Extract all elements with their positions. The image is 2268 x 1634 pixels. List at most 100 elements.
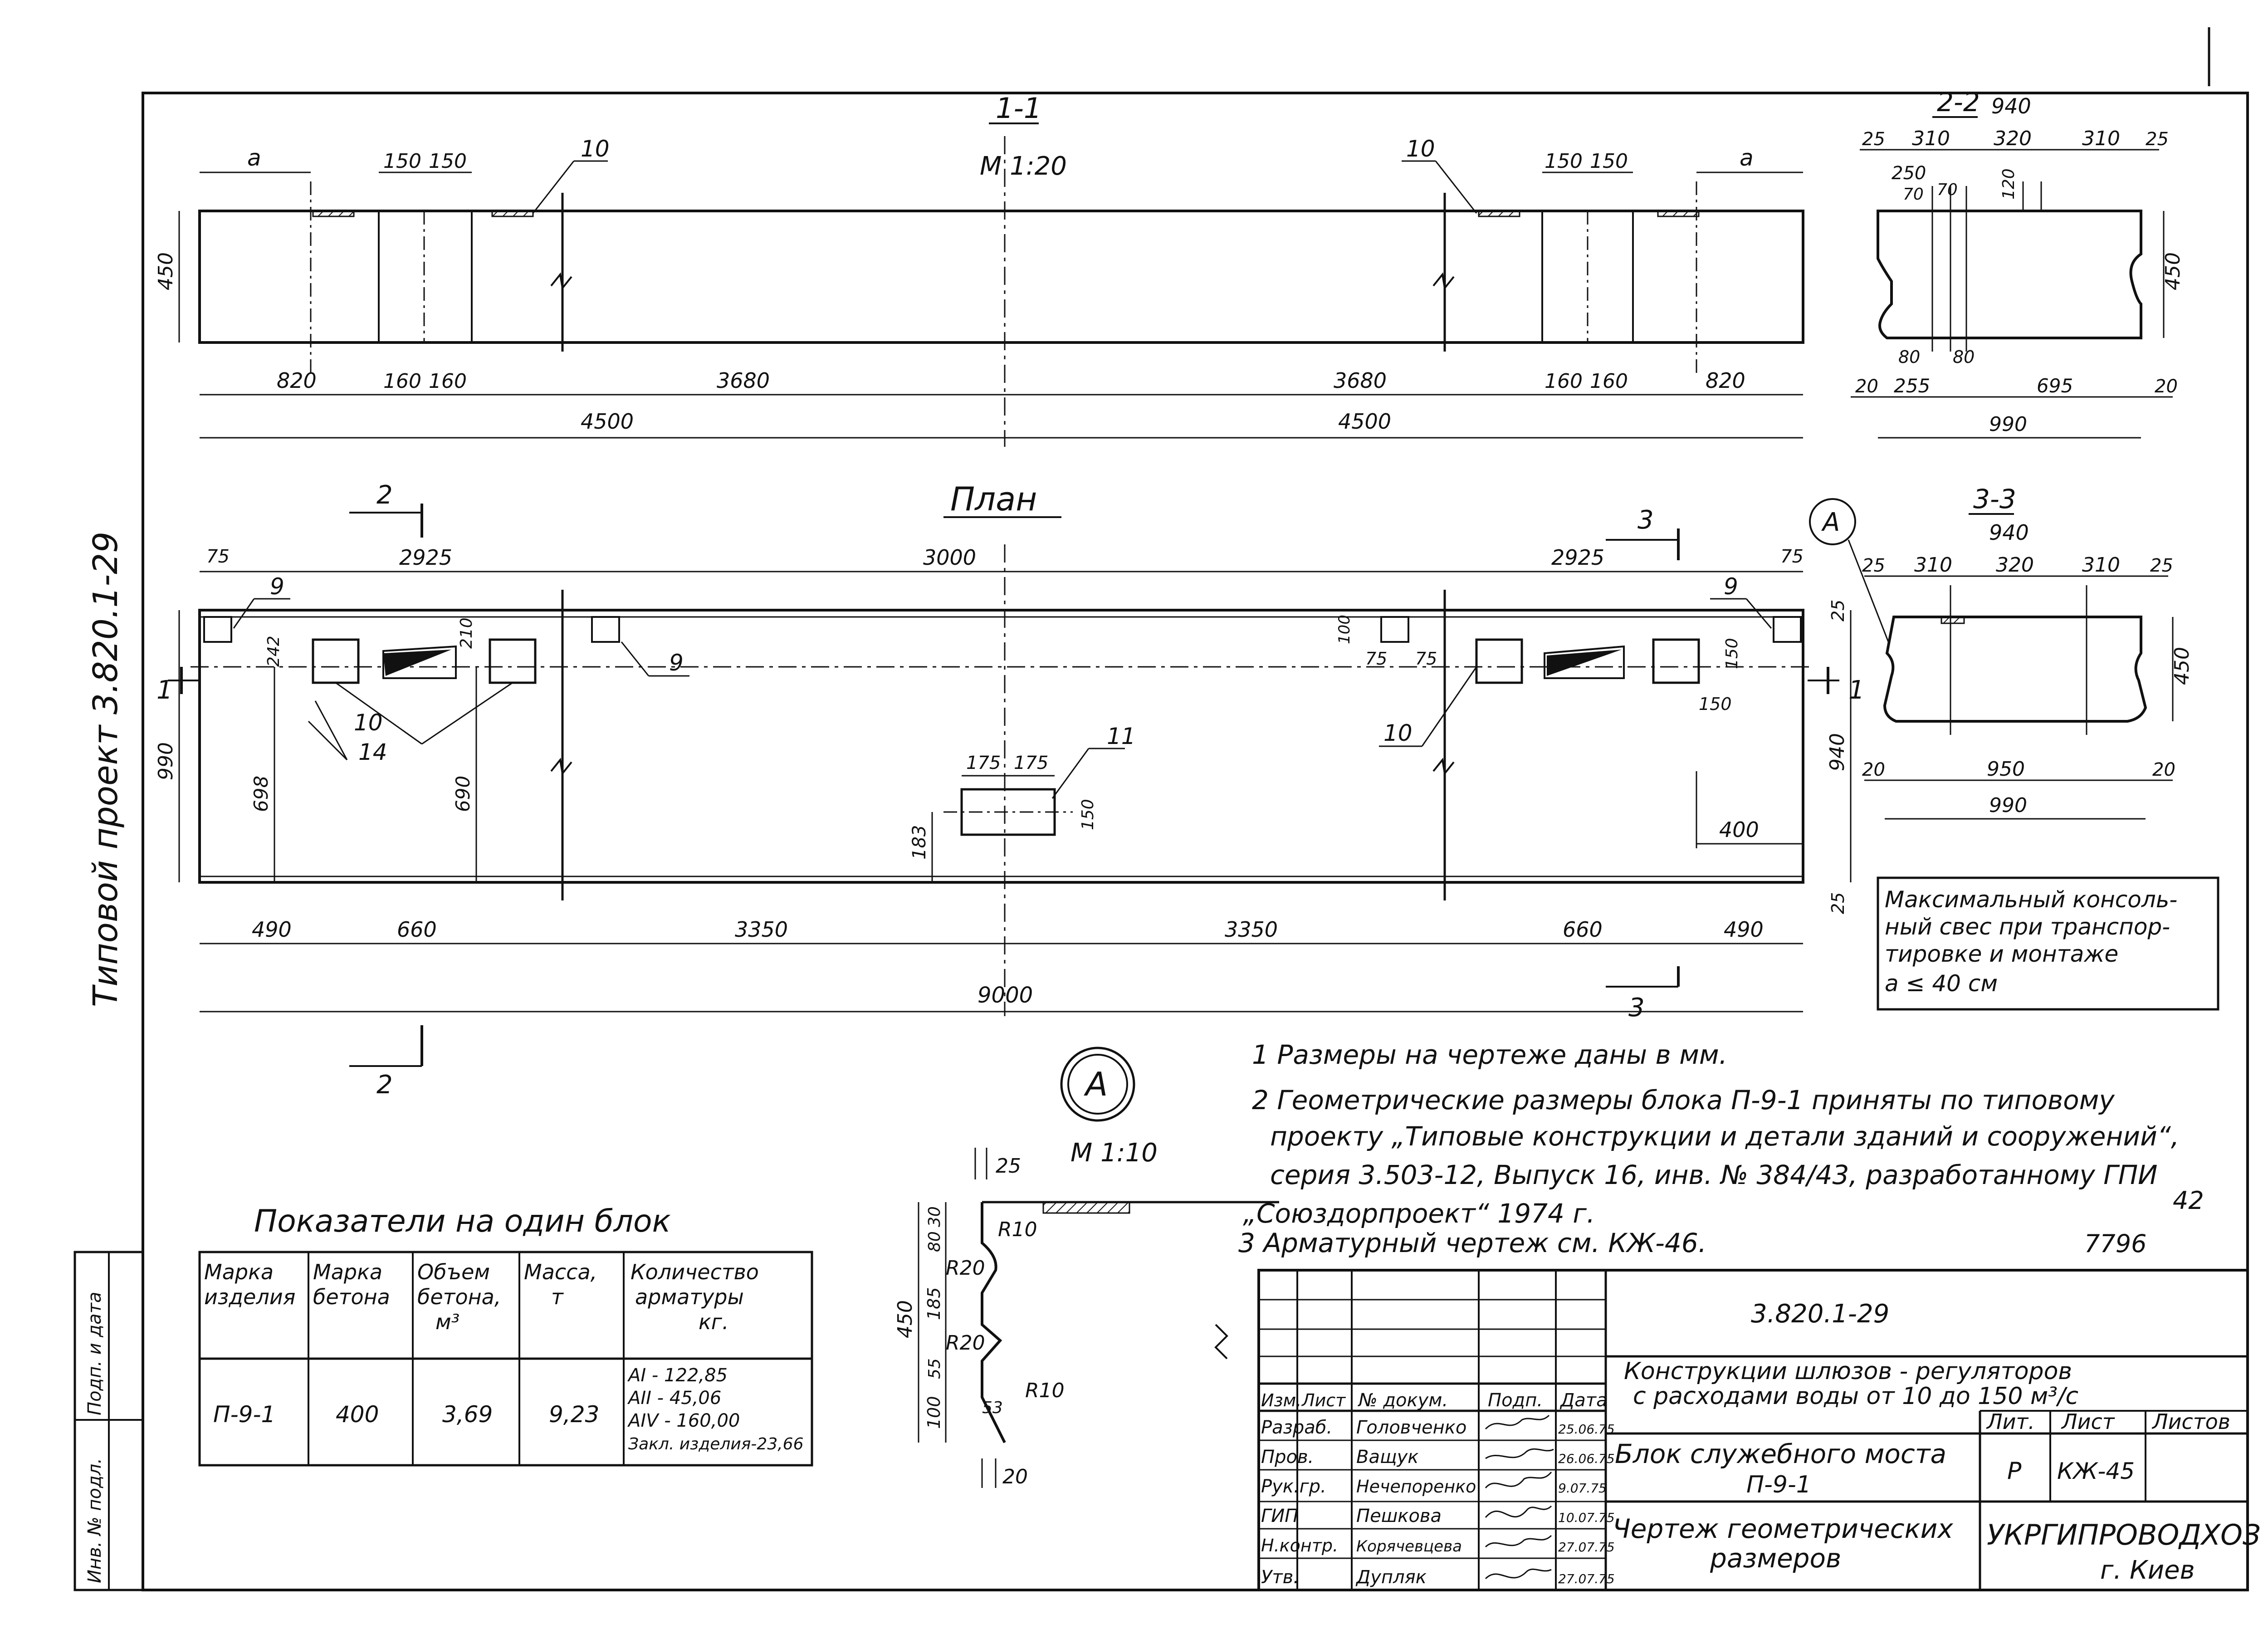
tb-role-0: Разраб. xyxy=(1261,1417,1332,1438)
s33-dim-25-l: 25 xyxy=(1862,555,1885,576)
s33-marker-a: А xyxy=(1821,508,1840,537)
detail-r10-bottom: R10 xyxy=(1025,1379,1065,1402)
dim-820-left: 820 xyxy=(277,368,317,393)
tb-date-1: 26.06.75 xyxy=(1558,1451,1615,1466)
plan-dim-75-in-b: 75 xyxy=(1415,649,1437,669)
overhang-line-3: тировке и монтаже xyxy=(1885,941,2118,967)
overhang-line-1: Максимальный консоль- xyxy=(1885,886,2177,913)
detail-r20-bottom: R20 xyxy=(946,1331,985,1355)
tb-head-doc: № докум. xyxy=(1358,1390,1448,1411)
plan-dim-75-l: 75 xyxy=(206,546,230,567)
indicators-table: Показатели на один блок Марка изделия Ма… xyxy=(198,1203,813,1467)
dim-4500-left: 4500 xyxy=(581,409,634,434)
section-3-3-title: 3-3 xyxy=(1973,484,2016,514)
dim-160-left-a: 160 xyxy=(383,370,421,393)
plan-dim-3000: 3000 xyxy=(923,545,976,570)
tb-date-5: 27.07.75 xyxy=(1558,1571,1615,1586)
s22-dim-940: 940 xyxy=(1991,94,2031,118)
td-rebar-2: АII - 45,06 xyxy=(627,1388,721,1409)
s33-dim-25-r: 25 xyxy=(2150,555,2173,576)
tb-name-4: Корячевцева xyxy=(1356,1537,1462,1556)
td-mass: 9,23 xyxy=(549,1401,599,1428)
th-rebar-2: арматуры xyxy=(635,1285,744,1309)
td-mark: П-9-1 xyxy=(213,1401,275,1428)
note-2d: „Союздорпроект“ 1974 г. xyxy=(1243,1198,1595,1229)
td-volume: 3,69 xyxy=(442,1401,493,1428)
tb-project-title-2: с расходами воды от 10 до 150 м³/с xyxy=(1633,1383,2078,1410)
plan-callout-9-b: 9 xyxy=(669,650,684,676)
s22-dim-120: 120 xyxy=(1999,168,2018,200)
tb-name-1: Ващук xyxy=(1356,1447,1418,1468)
th-mass-1: Масса, xyxy=(524,1260,597,1284)
tb-project-code: 3.820.1-29 xyxy=(1751,1299,1889,1329)
plan-dim-183: 183 xyxy=(909,825,930,860)
s22-dim-20-l: 20 xyxy=(1855,376,1878,397)
tb-date-2: 9.07.75 xyxy=(1558,1481,1607,1496)
tb-role-5: Утв. xyxy=(1261,1567,1299,1588)
detail-dim-55: 55 xyxy=(925,1358,944,1379)
dim-820-right: 820 xyxy=(1706,368,1745,393)
s22-dim-25-l: 25 xyxy=(1862,129,1885,150)
notes: 1 Размеры на чертеже даны в мм. 2 Геомет… xyxy=(1238,1039,2204,1258)
note-3: 3 Арматурный чертеж см. КЖ-46. xyxy=(1238,1228,1706,1258)
plan-outline xyxy=(198,609,1804,884)
tb-sheets-label: Листов xyxy=(2151,1409,2230,1434)
s33-dim-450: 450 xyxy=(2170,647,2194,685)
plan-dim-490-l: 490 xyxy=(252,917,292,942)
tb-head-date: Дата xyxy=(1559,1390,1608,1411)
s33-dim-950: 950 xyxy=(1987,758,2025,781)
plan-dim-9000: 9000 xyxy=(978,983,1033,1008)
callout-10-right: 10 xyxy=(1406,136,1435,162)
plan-dim-3350-l: 3350 xyxy=(735,917,788,942)
detail-a-profile xyxy=(981,1202,1006,1443)
detail-dim-53: 53 xyxy=(982,1399,1003,1417)
plan-mark-2-bottom: 2 xyxy=(376,1070,393,1100)
plan-callout-11: 11 xyxy=(1107,723,1136,749)
td-rebar-1: АI - 122,85 xyxy=(627,1365,728,1386)
tb-name-3: Пешкова xyxy=(1356,1506,1442,1526)
section-1-1-title: 1-1 xyxy=(996,92,1041,125)
s22-dim-25-r: 25 xyxy=(2146,129,2169,150)
plan-dim-3350-r: 3350 xyxy=(1225,917,1278,942)
section-1-1-scale: М 1:20 xyxy=(980,152,1067,181)
plan-dim-150-b: 150 xyxy=(1699,694,1732,714)
s22-dim-255: 255 xyxy=(1894,375,1930,397)
td-concrete: 400 xyxy=(336,1401,379,1428)
th-mark-1: Марка xyxy=(204,1260,274,1284)
plan-callout-14: 14 xyxy=(358,739,387,765)
s22-dim-320: 320 xyxy=(1994,127,2032,150)
plan-dim-400: 400 xyxy=(1719,817,1759,842)
margin-mark: 42 xyxy=(2173,1186,2204,1215)
s22-dim-70-b: 70 xyxy=(1937,181,1958,199)
plan-dim-698: 698 xyxy=(250,776,272,812)
s22-profile xyxy=(1877,210,2142,339)
dim-3680-right: 3680 xyxy=(1334,368,1387,393)
dim-450-elev: 450 xyxy=(154,252,177,290)
th-vol-2: бетона, xyxy=(417,1285,501,1309)
plan-callout-9-a: 9 xyxy=(270,573,284,600)
plan-callout-10-left: 10 xyxy=(354,709,383,736)
s33-dim-990: 990 xyxy=(1989,794,2027,817)
th-mass-2: т xyxy=(551,1285,564,1309)
plan-dim-660-r: 660 xyxy=(1563,917,1603,942)
section-1-1: 1-1 М 1:20 10 10 а xyxy=(154,92,1804,447)
note-2c: серия 3.503-12, Выпуск 16, инв. № 384/43… xyxy=(1270,1159,2158,1190)
overhang-line-4: а ≤ 40 см xyxy=(1885,970,1998,997)
th-conc-1: Марка xyxy=(313,1260,382,1284)
plan-dim-150-a: 150 xyxy=(1723,638,1741,669)
note-2b: проекту „Типовые конструкции и детали зд… xyxy=(1270,1121,2179,1152)
tb-project-title-1: Конструкции шлюзов - регуляторов xyxy=(1624,1358,2072,1385)
plan-dim-100-r: 100 xyxy=(1335,615,1354,644)
plan-dim-75-in-a: 75 xyxy=(1365,649,1387,669)
tb-date-4: 27.07.75 xyxy=(1558,1540,1615,1555)
plan-mark-3-top: 3 xyxy=(1637,505,1654,535)
tb-lit-value: Р xyxy=(2007,1458,2022,1485)
s22-dim-310-r: 310 xyxy=(2082,127,2120,150)
tb-sheet-label: Лист xyxy=(2061,1409,2115,1434)
dim-a-left: а xyxy=(247,145,261,171)
tb-lit-label: Лит. xyxy=(1986,1409,2035,1434)
plan-dim-490-r: 490 xyxy=(1724,917,1764,942)
dim-150-right-a: 150 xyxy=(1545,150,1583,173)
dim-3680-left: 3680 xyxy=(717,368,770,393)
tb-role-4: Н.контр. xyxy=(1261,1536,1338,1556)
